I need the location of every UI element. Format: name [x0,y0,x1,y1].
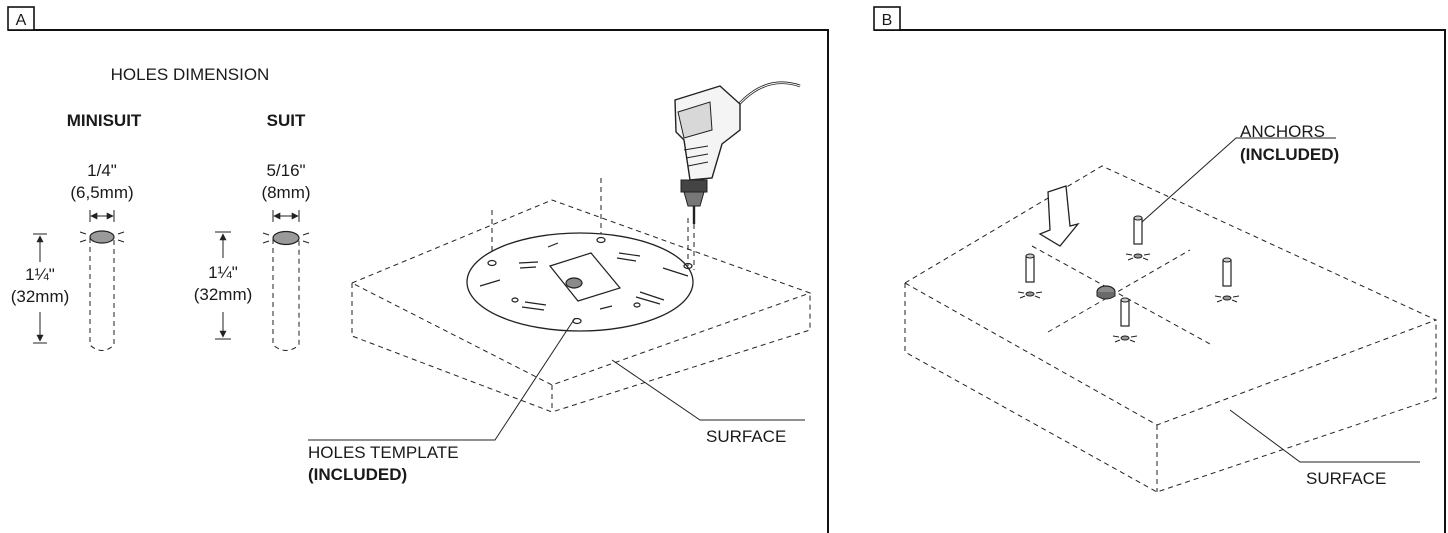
panel-a: A HOLES DIMENSION MINISUIT 1/4" (6,5mm) … [7,6,829,533]
suit-depth-in: 1¼" [208,263,238,282]
panel-a-label-box [7,6,35,31]
surface-leader-b [1229,409,1420,463]
surface-leader-a [611,359,805,421]
panel-b-frame [874,29,1446,533]
minisuit-hole-spec: MINISUIT 1/4" (6,5mm) 1¼" (32mm) [11,111,142,351]
panel-b: B [873,6,1446,533]
panel-a-frame [8,29,829,533]
minisuit-depth-mm: (32mm) [11,287,70,306]
minisuit-hole-icon [89,230,115,244]
holes-template-leader [308,317,576,441]
suit-hole-icon [272,230,300,246]
drill-icon [674,81,801,270]
anchors-label: ANCHORS [1240,122,1325,141]
panel-b-label: B [882,12,893,29]
holes-template-disc [466,232,694,332]
panel-b-label-box [873,6,901,31]
surface-label-b: SURFACE [1306,469,1386,488]
screw-icon [565,277,583,289]
minisuit-diameter-in: 1/4" [87,161,117,180]
minisuit-name: MINISUIT [67,111,142,130]
suit-name: SUIT [267,111,306,130]
surface-slab-b [904,165,1438,493]
minisuit-diameter-mm: (6,5mm) [70,183,133,202]
suit-depth-mm: (32mm) [194,285,253,304]
suit-diameter-in: 5/16" [266,161,305,180]
anchors-note: (INCLUDED) [1240,145,1339,164]
holes-template-label: HOLES TEMPLATE [308,443,459,462]
suit-diameter-mm: (8mm) [261,183,310,202]
down-arrow-icon [1038,185,1080,247]
anchors-leader [1141,137,1336,223]
surface-slab-a [350,178,812,413]
holes-template-note: (INCLUDED) [308,465,407,484]
panel-a-label: A [16,12,27,29]
anchor-icon [1017,215,1240,343]
holes-dimension-heading: HOLES DIMENSION [111,65,270,84]
suit-hole-spec: SUIT 5/16" (8mm) 1¼" (32mm) [194,111,311,351]
surface-label-a: SURFACE [706,427,786,446]
minisuit-depth-in: 1¼" [25,265,55,284]
